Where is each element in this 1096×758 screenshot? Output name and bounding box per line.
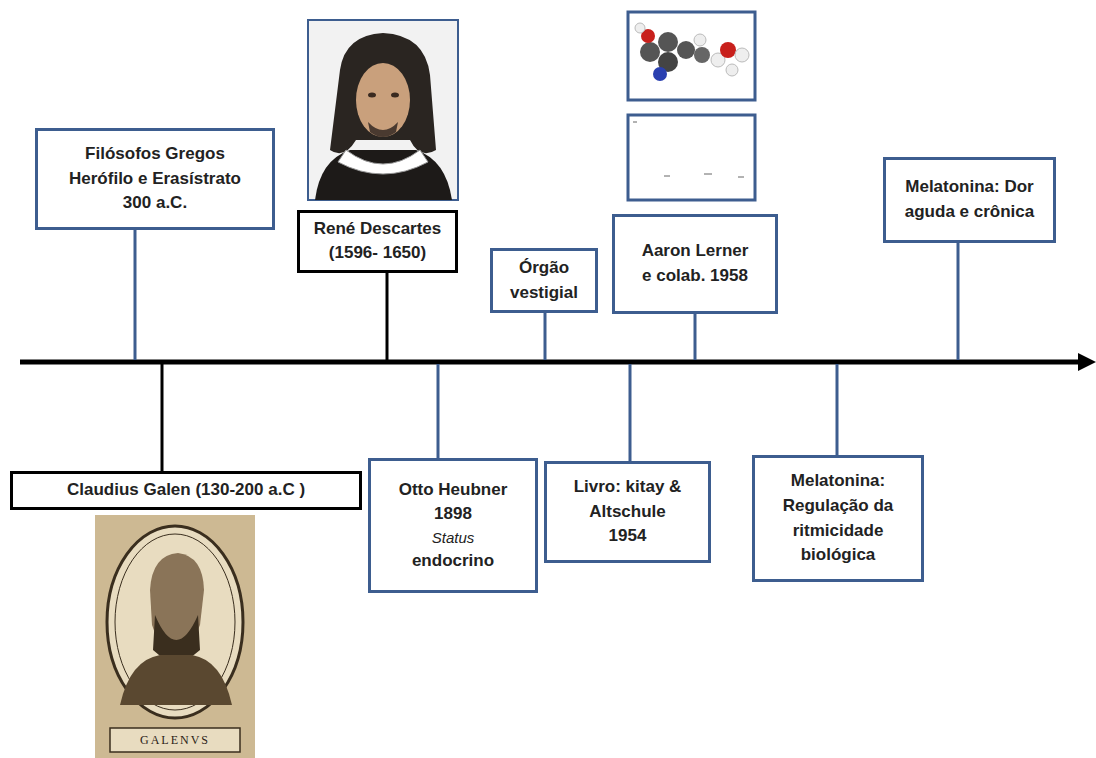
- event-box: Órgão vestigial: [490, 248, 598, 313]
- event-box: Melatonina: Regulação da ritmicidade bio…: [752, 455, 924, 582]
- event-text: René Descartes (1596- 1650): [308, 217, 447, 266]
- event-text: Órgão vestigial: [501, 256, 587, 305]
- blank-figure: [628, 115, 755, 200]
- event-box: Melatonina: Dor aguda e crônica: [883, 157, 1056, 243]
- event-text: Claudius Galen (130-200 a.C ): [67, 478, 305, 503]
- event-box: Aaron Lerner e colab. 1958: [612, 214, 778, 314]
- event-text: Status endocrino: [412, 527, 494, 573]
- event-text: Aaron Lerner e colab. 1958: [639, 239, 751, 288]
- event-text: Filósofos Gregos Herófilo e Erasístrato …: [58, 142, 252, 216]
- descartes-portrait: [308, 20, 458, 200]
- text-part: endocrino: [412, 551, 494, 570]
- event-text: Livro: kitay & Altschule 1954: [573, 475, 682, 549]
- galen-portrait: [95, 515, 255, 758]
- axis-arrowhead: [1078, 353, 1096, 371]
- event-text: Otto Heubner 1898: [383, 478, 523, 527]
- timeline-axis: [20, 360, 1082, 365]
- person-box: René Descartes (1596- 1650): [297, 210, 458, 273]
- event-box: Livro: kitay & Altschule 1954: [544, 461, 711, 563]
- event-box: Filósofos Gregos Herófilo e Erasístrato …: [35, 128, 275, 230]
- italic-word: Status: [412, 527, 494, 549]
- person-box: Claudius Galen (130-200 a.C ): [10, 471, 362, 510]
- event-box: Otto Heubner 1898Status endocrino: [368, 458, 538, 593]
- event-text: Melatonina: Dor aguda e crônica: [898, 175, 1041, 224]
- event-text: Melatonina: Regulação da ritmicidade bio…: [763, 469, 913, 568]
- engraving-caption: GALENVS: [110, 733, 240, 748]
- melatonin-molecule: [628, 12, 755, 100]
- leader-lines: [135, 230, 958, 471]
